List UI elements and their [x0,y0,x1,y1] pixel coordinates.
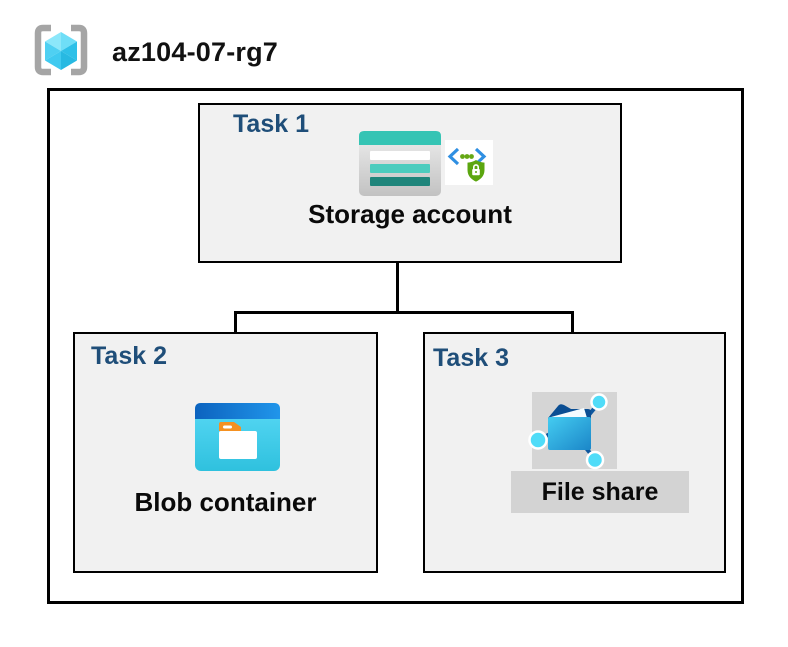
file-share-label: File share [541,477,659,506]
azure-resource-group-icon [30,22,92,83]
connector-storage-stem [396,236,399,313]
task2-label: Task 2 [91,342,167,370]
storage-account-label: Storage account [308,199,512,229]
task1-label: Task 1 [233,110,309,138]
file-share-label-band: File share [511,471,689,513]
task3-label: Task 3 [433,344,509,372]
storage-account-icon [359,131,441,201]
task1-box: Task 1 [198,103,622,263]
task2-box: Task 2 Blob container [73,332,378,573]
task3-box: Task 3 [423,332,726,573]
connector-horizontal [234,311,574,314]
resource-group-name: az104-07-rg7 [112,37,278,67]
resource-group-header: az104-07-rg7 [30,22,278,83]
secure-endpoint-icon [445,140,493,190]
blob-container-icon [195,403,280,476]
blob-container-label: Blob container [134,487,317,517]
file-share-icon [528,386,618,476]
